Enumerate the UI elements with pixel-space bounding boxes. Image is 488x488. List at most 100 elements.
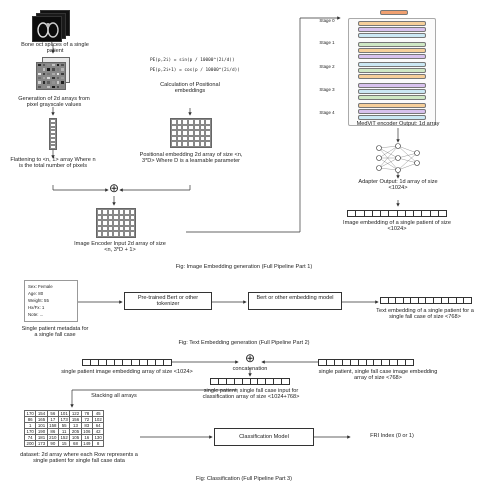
grid-cell [205,119,211,125]
grid-cell [46,76,51,81]
grid-cell [102,209,108,215]
grid-cell [171,130,177,136]
caption-part-2: Fig: Text Embedding generation (Full Pip… [178,340,310,346]
grid-cell [46,84,51,89]
grid-cell [199,135,206,142]
grid-cell [46,71,51,76]
grid-cell [182,119,189,125]
grid-cell [37,84,42,89]
medvit-label: MedViT encoder Output: 1d array [356,121,440,127]
medvit-block [358,62,426,67]
classification-model-label: Classification Model [239,434,289,440]
grid-cell [97,209,103,215]
metadata-label: Single patient metadata for a single fal… [21,326,89,339]
medvit-block [358,74,426,79]
combined-input-array [210,378,290,385]
grid-cell [50,130,56,134]
medvit-block [358,115,426,120]
grid-cell [60,84,65,89]
grid-cell [129,225,135,232]
caption-part-1: Fig: Image Embedding generation (Full Pi… [175,264,313,270]
grid-cell [50,122,56,127]
combined-image-embedding-array [82,359,172,366]
metadata-line: Age: 80 [28,291,44,296]
grid-cell [37,80,42,85]
grid-cell [97,214,103,221]
grid-cell [50,137,56,142]
medvit-block [358,82,426,88]
medvit-block [358,68,426,73]
grid-cell [50,119,56,123]
metadata-line: Hx/Fx: 1 [28,305,45,310]
table-cell: 90 [46,440,59,447]
grid-cell [55,67,61,72]
grid-cell [97,231,103,237]
grid-cell [41,67,47,72]
grid-cell [50,134,56,138]
medvit-block [358,109,426,114]
grid-cell [193,141,200,147]
grid-cell [171,141,177,147]
grid-cell [50,141,56,146]
adapter-network-icon [376,143,420,173]
text-embedding-label: Text embedding of a single patient for a… [376,308,474,321]
grid-cell [60,76,65,81]
text-emb-input-array [318,359,414,366]
metadata-line: Note: ... [28,312,44,317]
grid-cell [199,130,206,136]
stage-3-label: Stage 3 [319,87,335,92]
text-emb-input-label: single patient, single fall case image e… [318,369,438,382]
grid-cell [50,126,56,131]
bone-label: Bone oct splices of a single patient [21,42,89,55]
grid-cell [129,220,135,226]
grid-cell [188,130,194,136]
grid-cell [107,231,114,237]
grid-cell [60,67,65,72]
medvit-block [358,103,426,108]
medvit-block [358,47,426,53]
grid-cell [129,209,135,215]
grid-cell [50,76,56,81]
grid-cell [102,225,108,232]
pe-formula-sin: PE(p,2i) = sin(p / 10000^(2i/d)) [150,58,235,63]
grid-cell [41,76,47,81]
grid-cell [176,124,183,131]
grid-cell [182,135,189,142]
grid-cell [205,130,211,136]
grid-cell [118,231,125,237]
grid-cell [37,67,42,72]
grid-cell [37,63,42,68]
grid-cell [41,63,47,68]
medvit-block [358,21,426,26]
grid-cell [55,71,61,76]
grid-cell [55,84,61,89]
add-operator-icon: ⊕ [108,181,120,195]
grid-cell [41,80,47,85]
table-cell: 68 [69,440,82,447]
embedding-model-box: Bert or other embedding model [248,292,342,310]
grid-cell [60,71,65,76]
grid-cell [113,220,119,226]
grid-cell [129,214,135,221]
flatten-label: Flattening to <n, 1> array Where n is th… [10,157,96,170]
embedding-model-label: Bert or other embedding model [256,295,334,301]
tokenizer-box: Pre-trained Bert or other tokenizer [124,292,212,310]
grid-cell [55,76,61,81]
classification-model-box: Classification Model [214,428,314,446]
grid-cell [182,124,189,131]
grid-cell [188,119,194,125]
bone-scan-icon [37,22,59,38]
grid-cell [102,231,108,237]
dataset-label: dataset: 2d array where each Row represe… [20,452,138,465]
table-cell: 149 [80,440,93,447]
flattened-array [49,118,57,150]
grid-cell [50,71,56,76]
grid-cell [176,119,183,125]
grid-cell [188,135,194,142]
grid-cell [199,119,206,125]
grid-cell [55,63,61,68]
grid-cell [97,220,103,226]
